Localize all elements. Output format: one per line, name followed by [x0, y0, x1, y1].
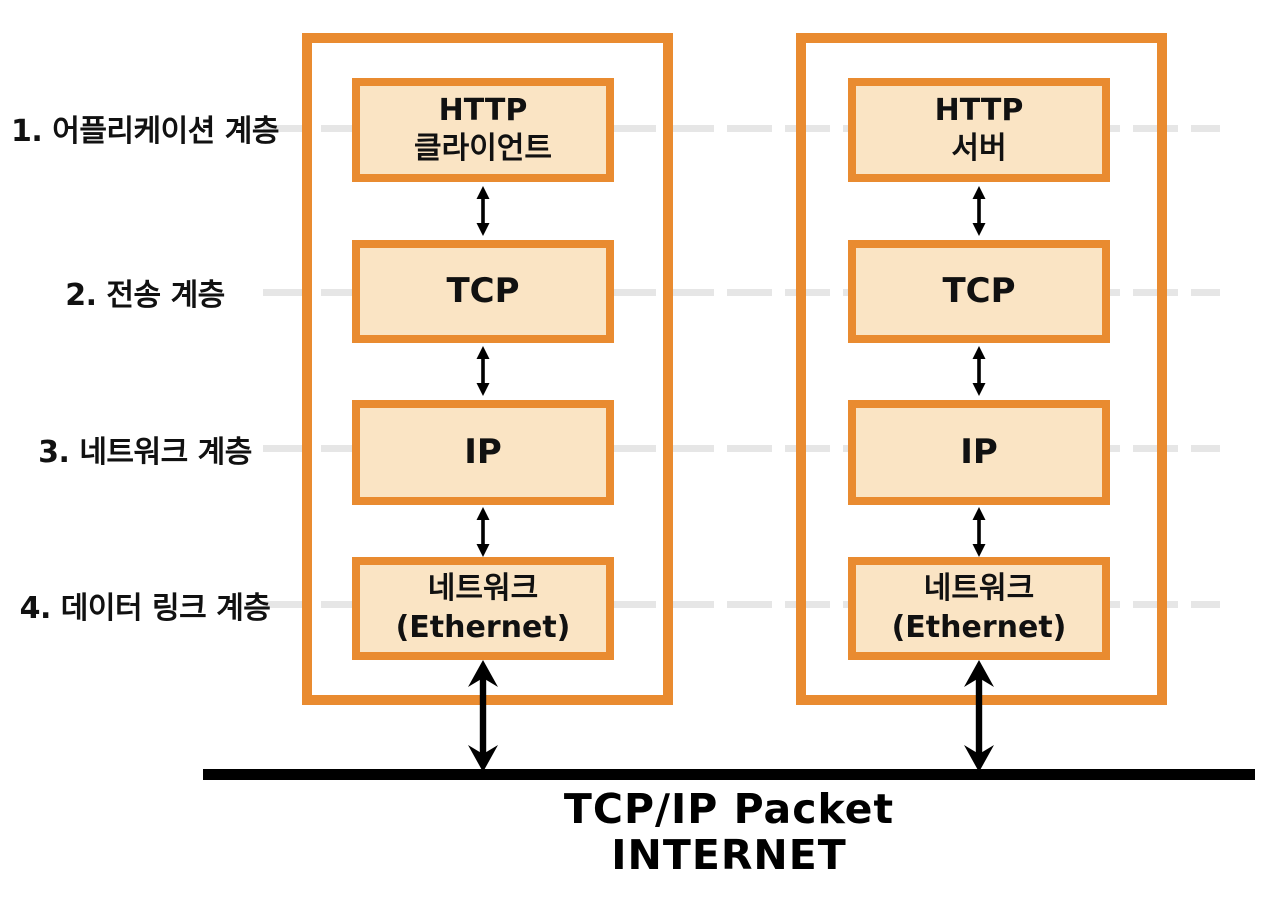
http-server-line2: 서버: [951, 131, 1007, 166]
bus-double-arrow-icon: [961, 660, 997, 772]
double-arrow-icon: [967, 507, 991, 557]
layer-label-transport: 2. 전송 계층: [65, 278, 225, 313]
server-ethernet-line1: 네트워크: [923, 571, 1035, 607]
http-client-line1: HTTP: [438, 92, 528, 128]
client-ethernet-line1: 네트워크: [427, 571, 539, 607]
client-stack-frame: [302, 33, 673, 705]
http-server-box: HTTP 서버: [848, 78, 1110, 182]
double-arrow-icon: [967, 186, 991, 236]
footer-tcpip-packet-label: TCP/IP Packet: [563, 785, 895, 833]
server-tcp-label: TCP: [942, 270, 1016, 311]
client-tcp-label: TCP: [446, 270, 520, 311]
server-ethernet-line2: (Ethernet): [891, 609, 1067, 645]
client-ethernet-box: 네트워크 (Ethernet): [352, 557, 614, 660]
http-server-line1: HTTP: [934, 92, 1024, 128]
layer-label-datalink: 4. 데이터 링크 계층: [19, 591, 271, 626]
layer-label-application: 1. 어플리케이션 계층: [11, 114, 279, 149]
internet-bus-line: [203, 769, 1255, 780]
layer-label-network: 3. 네트워크 계층: [38, 435, 252, 470]
server-ethernet-box: 네트워크 (Ethernet): [848, 557, 1110, 660]
http-client-box: HTTP 클라이언트: [352, 78, 614, 182]
server-ip-label: IP: [960, 431, 998, 472]
client-ethernet-line2: (Ethernet): [395, 609, 571, 645]
server-ip-box: IP: [848, 400, 1110, 505]
server-tcp-box: TCP: [848, 240, 1110, 343]
layer-guide-line-1: [263, 125, 1220, 132]
double-arrow-icon: [471, 186, 495, 236]
layer-guide-line-2: [263, 289, 1220, 296]
double-arrow-icon: [471, 346, 495, 396]
double-arrow-icon: [471, 507, 495, 557]
bus-double-arrow-icon: [465, 660, 501, 772]
client-tcp-box: TCP: [352, 240, 614, 343]
footer-caption: TCP/IP Packet INTERNET: [203, 786, 1255, 878]
double-arrow-icon: [967, 346, 991, 396]
client-ip-label: IP: [464, 431, 502, 472]
footer-internet-label: INTERNET: [611, 831, 847, 879]
http-client-line2: 클라이언트: [414, 131, 552, 166]
client-ip-box: IP: [352, 400, 614, 505]
layer-guide-line-4: [263, 601, 1220, 608]
layer-guide-line-3: [263, 445, 1220, 452]
